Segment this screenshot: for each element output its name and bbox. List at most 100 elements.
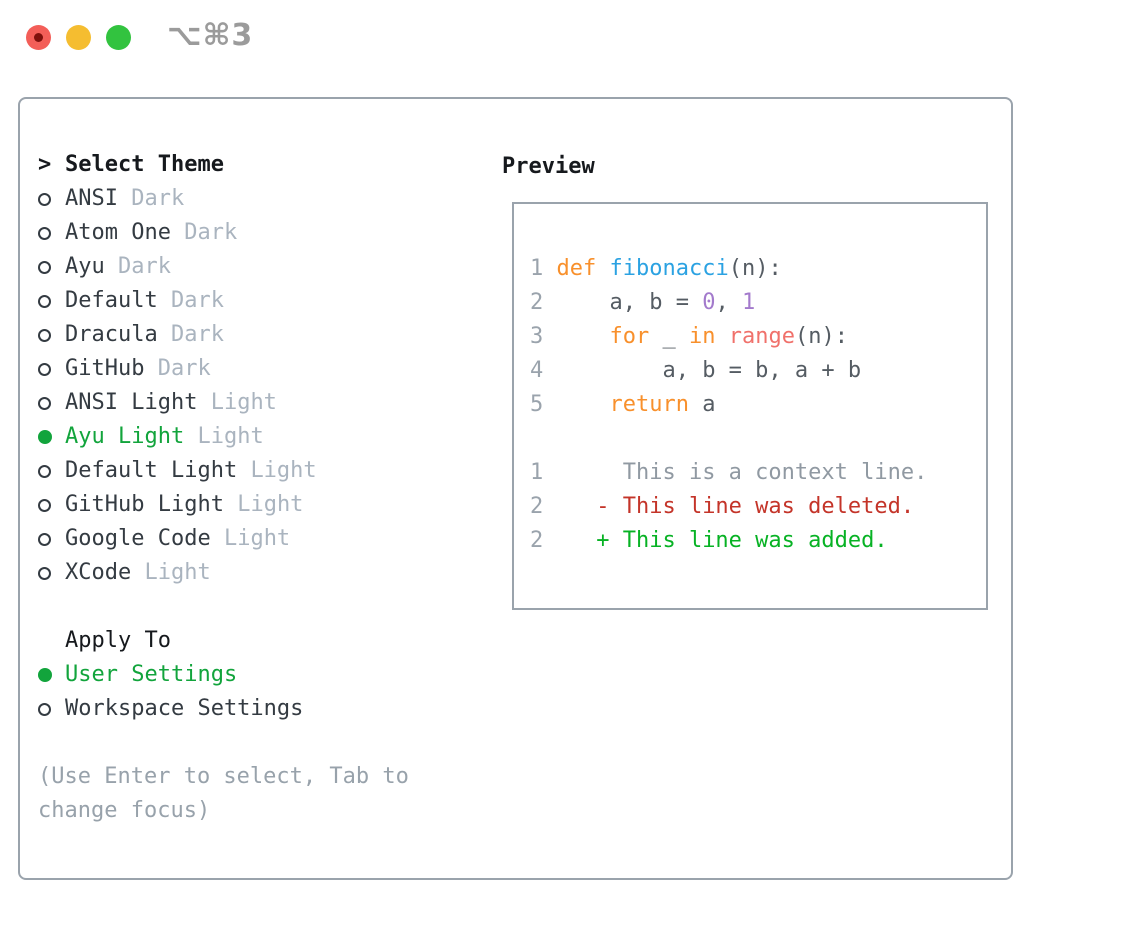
code-token: (n): [794, 324, 848, 349]
code-token: a [688, 392, 716, 417]
apply-to-option-label: Workspace Settings [65, 696, 304, 721]
radio-selected-icon [38, 430, 65, 444]
code-token [596, 256, 609, 281]
radio-unselected-icon [38, 294, 65, 308]
radio-unselected-icon [38, 192, 65, 206]
radio-glyph [38, 668, 52, 682]
keyboard-shortcut-label: ⌥⌘3 [167, 18, 254, 53]
radio-glyph [38, 396, 51, 410]
select-theme-header: > Select Theme [38, 148, 468, 182]
theme-list-item[interactable]: Ayu Dark [38, 250, 468, 284]
radio-glyph [38, 328, 51, 342]
theme-name: Default [65, 288, 158, 313]
theme-variant-label: Dark [170, 288, 224, 313]
line-number: 4 [530, 358, 544, 383]
line-number: 2 [530, 494, 544, 519]
radio-glyph [38, 430, 52, 444]
code-token: _ [649, 324, 689, 349]
apply-to-option-label: User Settings [65, 662, 238, 687]
code-token: (n): [728, 256, 782, 281]
code-line: 1 def fibonacci(n): [530, 252, 986, 286]
apply-to-option[interactable]: Workspace Settings [38, 692, 468, 726]
spacer [211, 522, 224, 556]
code-token: a, b = b, a + b [543, 358, 862, 383]
line-number: 3 [530, 324, 544, 349]
spacer [184, 420, 197, 454]
radio-unselected-icon [38, 226, 65, 240]
theme-variant-label: Light [144, 560, 211, 585]
theme-variant-label: Dark [118, 254, 171, 279]
theme-list-item[interactable]: ANSI Light Light [38, 386, 468, 420]
radio-glyph [38, 702, 51, 716]
code-line: 1 This is a context line. [530, 456, 986, 490]
radio-unselected-icon [38, 464, 65, 478]
code-token: + This line was added. [543, 528, 888, 553]
spacer [197, 386, 210, 420]
radio-glyph [38, 532, 51, 546]
apply-to-option[interactable]: User Settings [38, 658, 468, 692]
radio-unselected-icon [38, 362, 65, 376]
code-token: a, b = [543, 290, 703, 315]
theme-name: Ayu [65, 254, 105, 279]
theme-list-item[interactable]: ANSI Dark [38, 182, 468, 216]
theme-name: Default Light [65, 458, 238, 483]
code-line: 4 a, b = b, a + b [530, 354, 986, 388]
spacer [144, 352, 157, 386]
apply-to-title: Apply To [65, 628, 171, 653]
theme-list-item[interactable]: Dracula Dark [38, 318, 468, 352]
theme-variant-label: Dark [131, 186, 185, 211]
theme-list-item[interactable]: Atom One Dark [38, 216, 468, 250]
close-button[interactable] [26, 25, 51, 50]
spacer [171, 216, 184, 250]
radio-unselected-icon [38, 532, 65, 546]
theme-list-item[interactable]: GitHub Light Light [38, 488, 468, 522]
theme-list-item[interactable]: Default Light Light [38, 454, 468, 488]
code-token: range [728, 324, 795, 349]
radio-unselected-icon [38, 260, 65, 274]
line-number: 2 [530, 528, 544, 553]
code-line [530, 422, 986, 456]
theme-variant-label: Dark [170, 322, 224, 347]
code-line: 5 return a [530, 388, 986, 422]
theme-list-item[interactable]: Google Code Light [38, 522, 468, 556]
spacer [131, 556, 144, 590]
spacer [118, 182, 131, 216]
preview-title: Preview [502, 154, 595, 179]
code-line: 2 a, b = 0, 1 [530, 286, 986, 320]
theme-variant-label: Dark [157, 356, 211, 381]
radio-glyph [38, 566, 51, 580]
theme-list-item[interactable]: GitHub Dark [38, 352, 468, 386]
zoom-button[interactable] [106, 25, 131, 50]
code-token: , [715, 290, 742, 315]
radio-glyph [38, 192, 51, 206]
code-token: This is a context line. [543, 460, 928, 485]
code-token: fibonacci [609, 256, 729, 281]
theme-name: Google Code [65, 526, 211, 551]
code-line: 3 for _ in range(n): [530, 320, 986, 354]
theme-list-item[interactable]: XCode Light [38, 556, 468, 590]
radio-unselected-icon [38, 328, 65, 342]
radio-selected-icon [38, 668, 65, 682]
theme-list-item[interactable]: Ayu Light Light [38, 420, 468, 454]
code-token: for [609, 324, 650, 349]
code-token [543, 256, 556, 281]
line-number: 1 [530, 460, 544, 485]
theme-list-item[interactable]: Default Dark [38, 284, 468, 318]
theme-name: XCode [65, 560, 132, 585]
theme-variant-label: Light [223, 526, 291, 551]
prompt-arrow-icon: > [38, 152, 52, 177]
minimize-button[interactable] [66, 25, 91, 50]
code-token [543, 324, 609, 349]
spacer [105, 250, 118, 284]
radio-glyph [38, 294, 51, 308]
radio-unselected-icon [38, 702, 65, 716]
spacer [224, 488, 237, 522]
code-token [543, 392, 609, 417]
